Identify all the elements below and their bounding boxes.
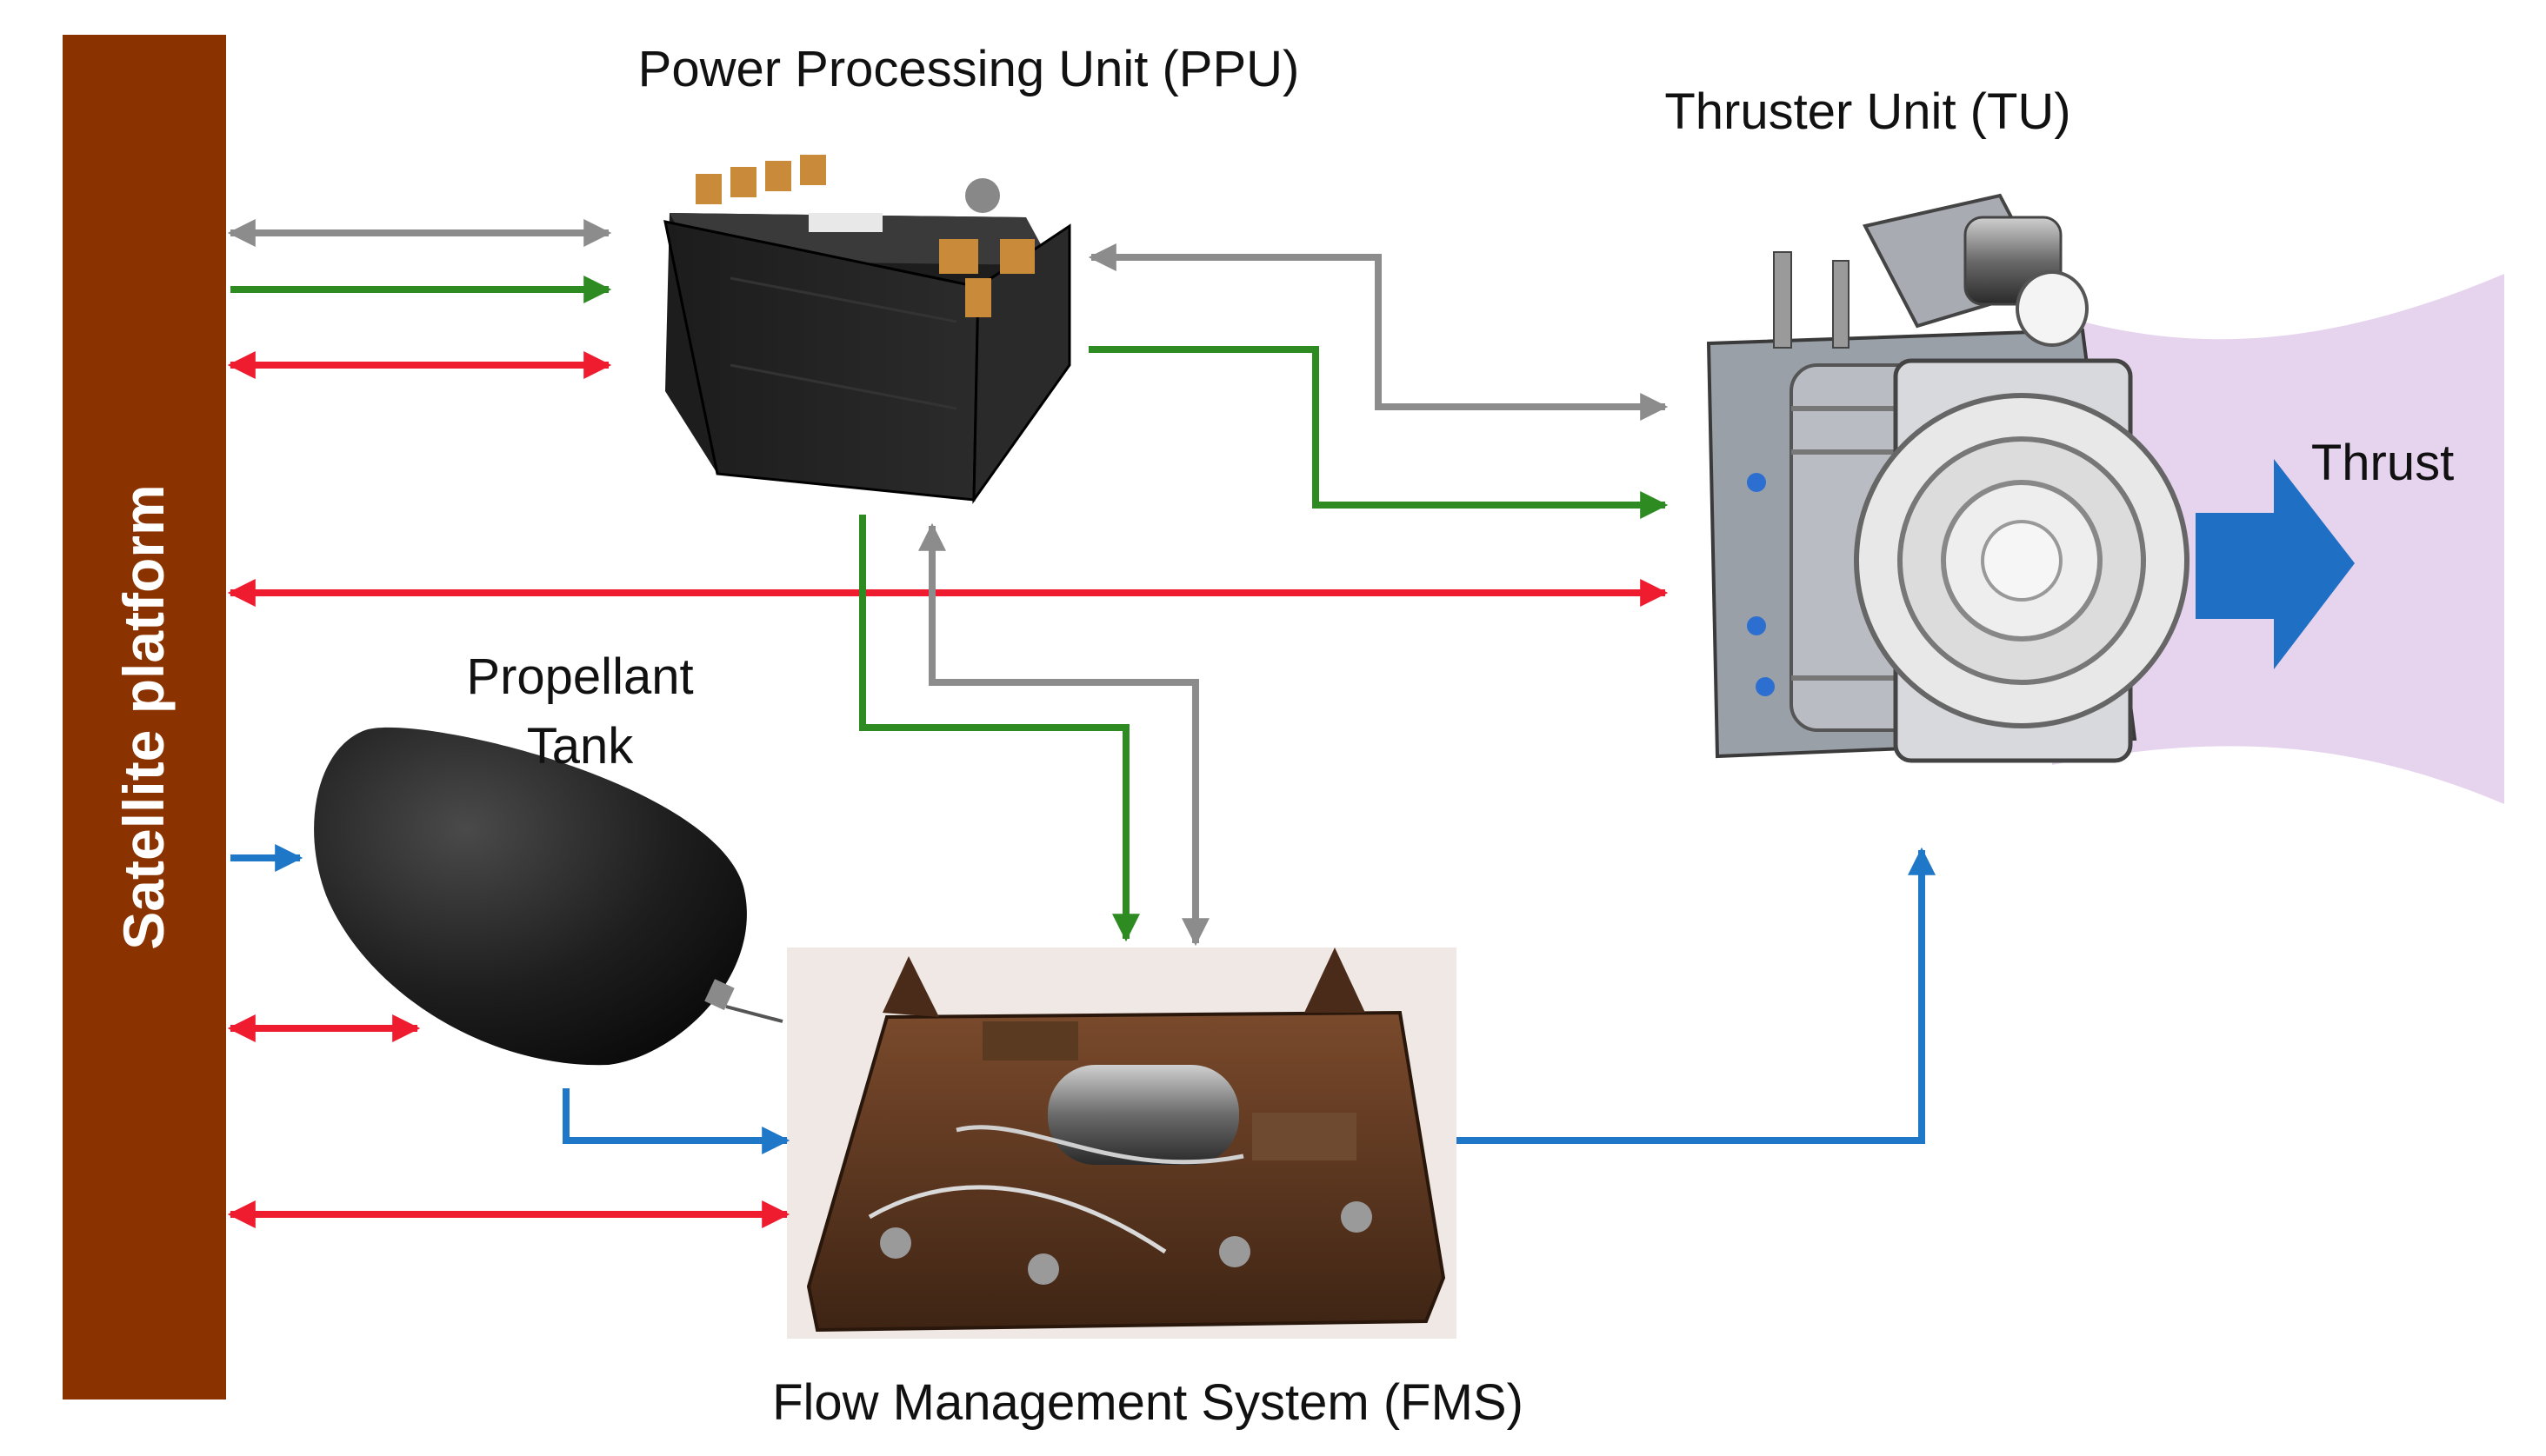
- thrust-label: Thrust: [2311, 435, 2454, 491]
- ppu-fms-gray-link: [918, 522, 1210, 947]
- connector-arrows: [227, 219, 1936, 1228]
- tank-label-line1: Propellant: [466, 648, 693, 705]
- ppu-tu-gray-link: [1088, 243, 1669, 421]
- tank-fms-blue-link: [563, 1088, 790, 1154]
- thruster-unit-image: [1706, 193, 2189, 763]
- propellant-tank-image: [314, 727, 783, 1066]
- satellite-platform-bar: [63, 35, 226, 1399]
- thrust-arrow: [2196, 459, 2355, 669]
- ppu-label: Power Processing Unit (PPU): [638, 41, 1300, 97]
- tu-label: Thruster Unit (TU): [1664, 83, 2070, 140]
- satellite-platform-label: Satellite platform: [111, 484, 176, 949]
- ppu-tu-green-link: [1089, 346, 1669, 519]
- ppu-image: [663, 155, 1071, 504]
- fms-label: Flow Management System (FMS): [772, 1374, 1523, 1431]
- fms-image: [787, 947, 1456, 1339]
- ppu-fms-green-link: [859, 515, 1140, 942]
- fms-tu-blue-link: [1456, 847, 1936, 1144]
- tank-label-line2: Tank: [527, 718, 635, 775]
